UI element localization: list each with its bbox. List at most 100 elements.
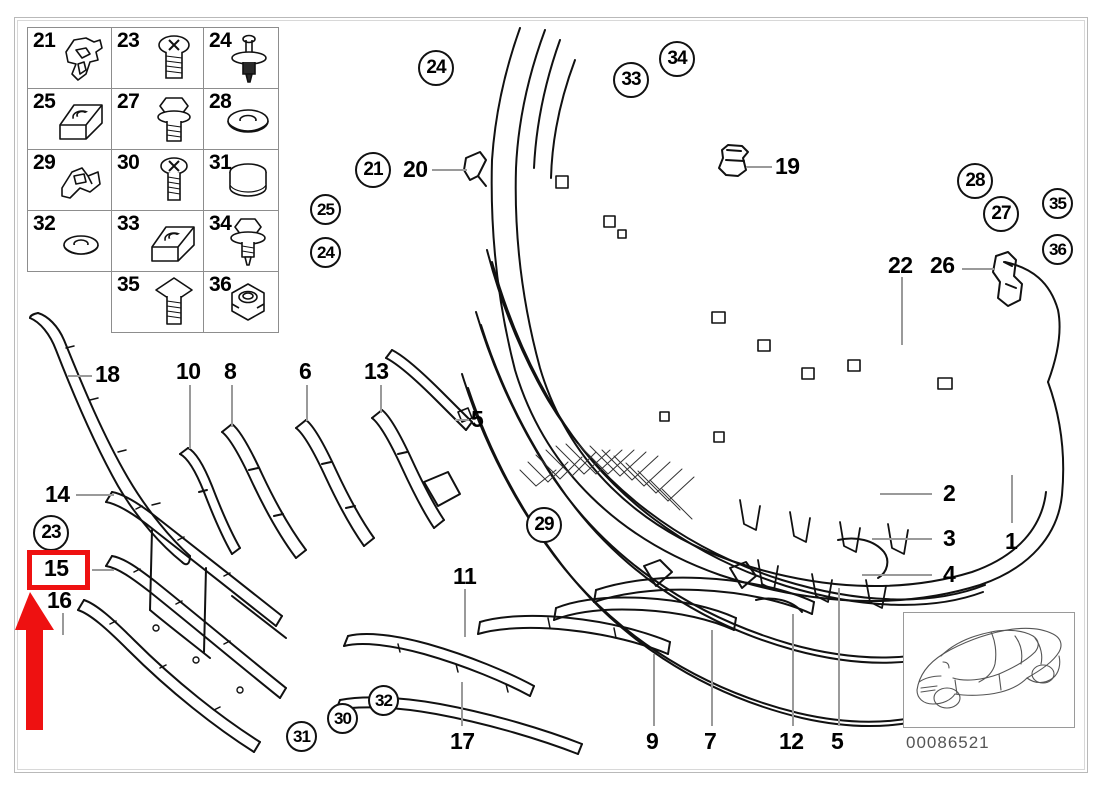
speed-nut-clip-icon bbox=[59, 104, 103, 140]
part-label-14[interactable]: 14 bbox=[45, 483, 70, 506]
leader-line-12 bbox=[792, 614, 794, 726]
callout-circle-21[interactable]: 21 bbox=[355, 152, 391, 188]
part-number: 26 bbox=[930, 252, 955, 278]
callout-circle-36[interactable]: 36 bbox=[1042, 234, 1073, 265]
part-number: 13 bbox=[364, 358, 389, 384]
part-number: 14 bbox=[45, 481, 70, 507]
callout-circle-30[interactable]: 30 bbox=[327, 703, 358, 734]
callout-label: 33 bbox=[621, 69, 641, 90]
diagram-id-label: 00086521 bbox=[906, 733, 990, 753]
part-number: 22 bbox=[888, 252, 913, 278]
legend-cell-32: 32 bbox=[27, 210, 112, 272]
callout-circle-34[interactable]: 34 bbox=[659, 41, 695, 77]
legend-cell-23: 23 bbox=[111, 27, 204, 89]
cylindrical-cap-icon bbox=[229, 163, 267, 197]
callout-label: 28 bbox=[965, 170, 985, 191]
legend-number: 30 bbox=[117, 151, 140, 174]
part-label-2[interactable]: 2 bbox=[943, 482, 956, 505]
legend-row: 29 30 bbox=[27, 149, 279, 211]
part-label-26[interactable]: 26 bbox=[930, 254, 955, 277]
part-label-11[interactable]: 11 bbox=[453, 565, 477, 588]
leader-line-3 bbox=[872, 538, 932, 540]
callout-label: 35 bbox=[1049, 193, 1067, 213]
part-label-20[interactable]: 20 bbox=[403, 158, 428, 181]
callout-circle-29[interactable]: 29 bbox=[526, 507, 562, 543]
legend-row: 21 23 bbox=[27, 27, 279, 89]
part-label-5-lower[interactable]: 5 bbox=[831, 730, 844, 753]
leader-line-14 bbox=[76, 494, 114, 496]
callout-label: 24 bbox=[317, 242, 335, 262]
leader-line-9 bbox=[653, 654, 655, 726]
leader-line-15 bbox=[92, 569, 114, 571]
speed-nut-clip-icon bbox=[151, 226, 195, 262]
legend-number: 35 bbox=[117, 273, 140, 296]
part-label-9[interactable]: 9 bbox=[646, 730, 659, 753]
highlight-box-15 bbox=[27, 550, 90, 590]
phillips-oval-head-screw-icon bbox=[160, 157, 188, 201]
part-label-5-upper[interactable]: 5 bbox=[471, 406, 484, 432]
fasteners-legend-grid: 21 23 bbox=[27, 27, 279, 333]
legend-cell-empty bbox=[27, 271, 112, 333]
car-side-view-outline-icon bbox=[916, 627, 1062, 709]
leader-line-8 bbox=[231, 385, 233, 427]
legend-cell-25: 25 bbox=[27, 88, 112, 150]
legend-number: 32 bbox=[33, 212, 56, 235]
leader-line-10 bbox=[189, 385, 191, 449]
legend-number: 28 bbox=[209, 90, 232, 113]
part-label-12[interactable]: 12 bbox=[779, 730, 804, 753]
square-head-bolt-icon bbox=[155, 277, 193, 325]
legend-number: 36 bbox=[209, 273, 232, 296]
legend-cell-34: 34 bbox=[203, 210, 279, 272]
leader-line-6 bbox=[306, 385, 308, 421]
callout-circle-27[interactable]: 27 bbox=[983, 196, 1019, 232]
callout-circle-31[interactable]: 31 bbox=[286, 721, 317, 752]
part-number: 8 bbox=[224, 358, 237, 384]
legend-cell-21: 21 bbox=[27, 27, 112, 89]
callout-circle-32[interactable]: 32 bbox=[368, 685, 399, 716]
callout-label: 21 bbox=[363, 159, 383, 180]
hex-flange-bolt-icon bbox=[157, 97, 191, 142]
callout-label: 32 bbox=[375, 690, 393, 710]
part-number: 3 bbox=[943, 525, 956, 551]
part-label-17[interactable]: 17 bbox=[450, 730, 475, 753]
leader-line-13 bbox=[380, 385, 382, 413]
callout-circle-28[interactable]: 28 bbox=[957, 163, 993, 199]
legend-number: 34 bbox=[209, 212, 232, 235]
callout-label: 36 bbox=[1049, 239, 1067, 259]
part-label-4[interactable]: 4 bbox=[943, 563, 956, 586]
part-number: 10 bbox=[176, 358, 201, 384]
part-label-7[interactable]: 7 bbox=[704, 730, 717, 753]
hex-head-sems-screw-icon bbox=[230, 218, 266, 266]
callout-circle-24-upper[interactable]: 24 bbox=[418, 50, 454, 86]
part-label-3[interactable]: 3 bbox=[943, 525, 956, 551]
leader-line-18 bbox=[68, 375, 92, 377]
part-label-16[interactable]: 16 bbox=[47, 589, 72, 612]
part-label-8[interactable]: 8 bbox=[224, 358, 237, 384]
hex-lock-nut-icon bbox=[231, 283, 265, 321]
leader-line-1 bbox=[1011, 475, 1013, 523]
legend-row: 35 36 bbox=[27, 271, 279, 333]
legend-number: 31 bbox=[209, 151, 232, 174]
legend-cell-28: 28 bbox=[203, 88, 279, 150]
callout-label: 30 bbox=[334, 708, 352, 728]
callout-circle-35[interactable]: 35 bbox=[1042, 188, 1073, 219]
legend-number: 21 bbox=[33, 29, 56, 52]
callout-circle-25[interactable]: 25 bbox=[310, 194, 341, 225]
bracket-clip-icon bbox=[65, 37, 103, 81]
part-label-18[interactable]: 18 bbox=[95, 363, 120, 386]
part-label-13[interactable]: 13 bbox=[364, 360, 389, 383]
leader-line-2 bbox=[880, 493, 932, 495]
part-label-1[interactable]: 1 bbox=[1005, 530, 1018, 553]
callout-label: 25 bbox=[317, 199, 335, 219]
part-number: 5 bbox=[471, 406, 484, 432]
part-label-15[interactable]: 15 bbox=[44, 557, 69, 580]
callout-circle-23[interactable]: 23 bbox=[33, 515, 69, 551]
part-label-19[interactable]: 19 bbox=[775, 155, 800, 178]
callout-circle-33[interactable]: 33 bbox=[613, 62, 649, 98]
phillips-pan-head-screw-icon bbox=[158, 35, 190, 79]
legend-number: 33 bbox=[117, 212, 140, 235]
part-label-10[interactable]: 10 bbox=[176, 360, 201, 383]
callout-circle-24-lower[interactable]: 24 bbox=[310, 237, 341, 268]
part-label-6[interactable]: 6 bbox=[299, 360, 312, 383]
part-label-22[interactable]: 22 bbox=[888, 254, 913, 277]
